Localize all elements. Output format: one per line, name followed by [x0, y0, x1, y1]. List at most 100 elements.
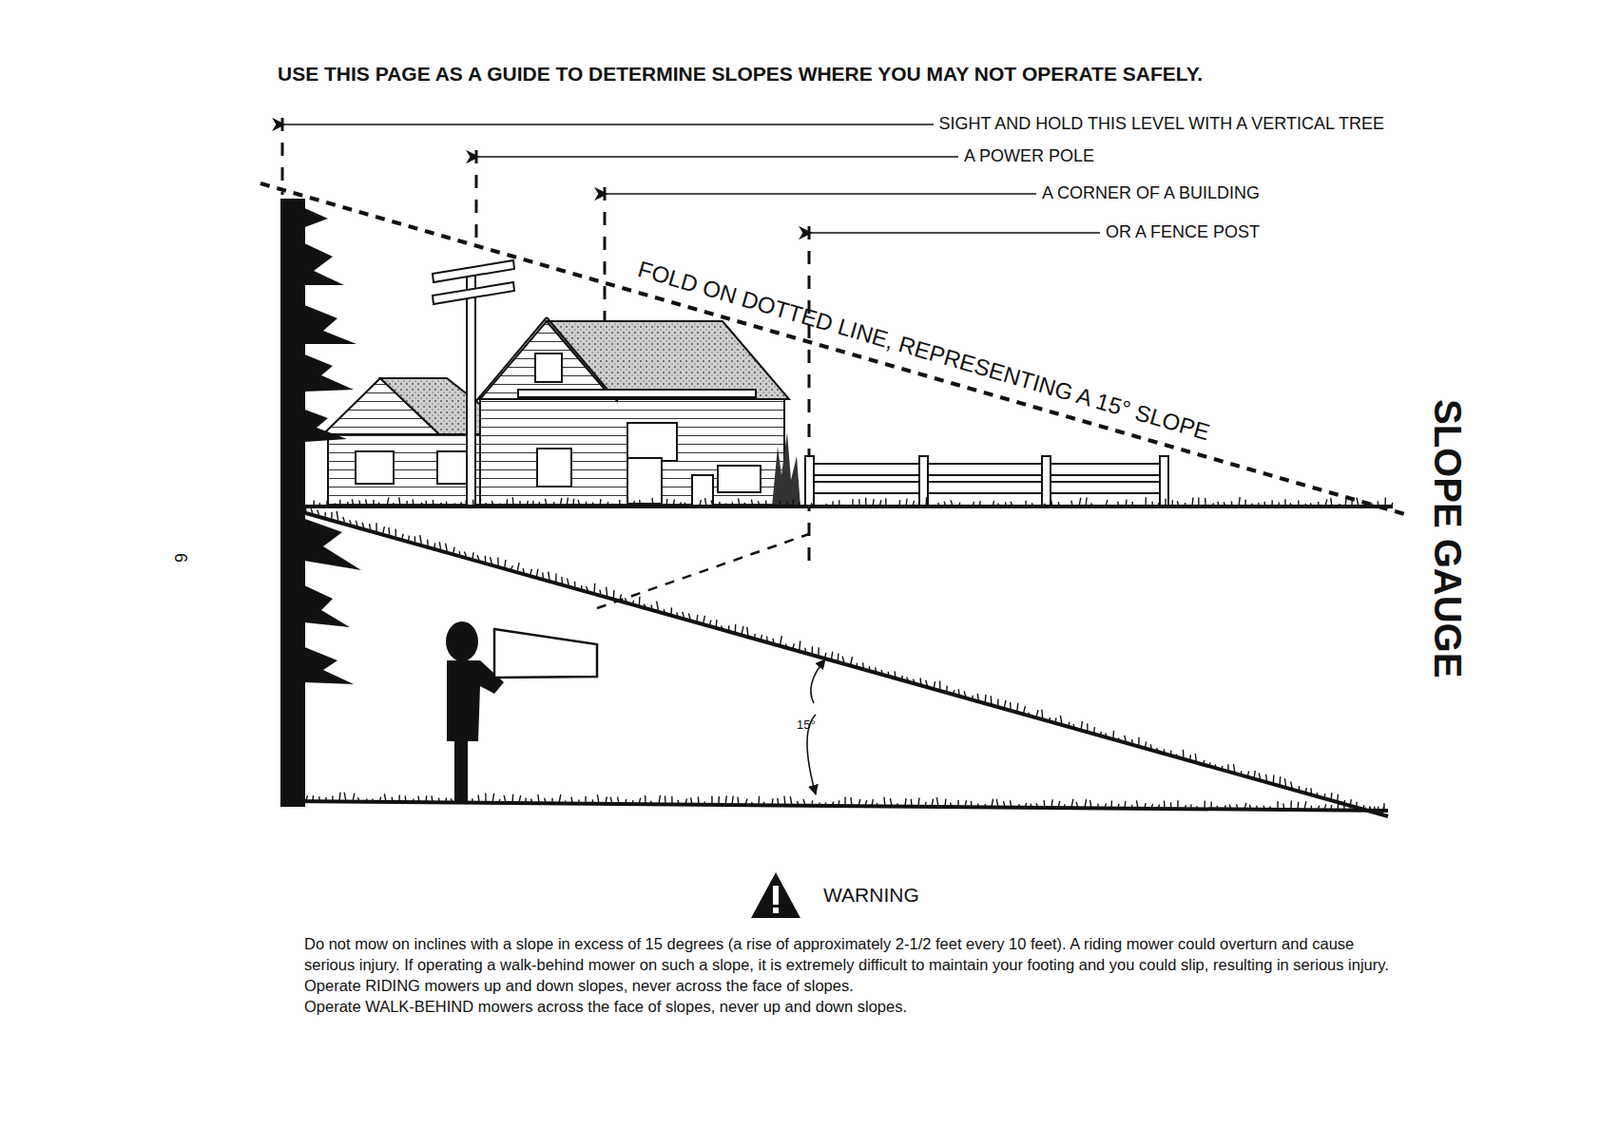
grass-blade	[1105, 732, 1107, 737]
grass-blade	[983, 804, 986, 808]
grass-blade	[763, 802, 766, 807]
grass-blade	[1080, 721, 1082, 731]
grass-blade	[925, 802, 926, 808]
grass-blade	[871, 799, 873, 807]
grass-blade	[585, 586, 588, 592]
grass-blade	[564, 800, 567, 804]
grass-blade	[463, 552, 466, 558]
grass-blade	[1291, 781, 1293, 790]
grass-blade	[810, 800, 813, 806]
grass-blade	[1283, 803, 1285, 810]
grass-blade	[375, 522, 378, 532]
grass-blade	[760, 635, 762, 640]
grass-blade	[992, 501, 995, 507]
grass-blade	[651, 498, 654, 507]
grass-blade	[610, 797, 613, 805]
grass-blade	[1350, 499, 1353, 507]
grass-blade	[849, 797, 852, 807]
grass-blade	[1221, 766, 1224, 771]
grass-blade	[326, 501, 328, 507]
grass-blade	[1377, 806, 1379, 810]
grass-blade	[772, 503, 774, 507]
grass-blade	[810, 502, 813, 507]
grass-blade	[983, 694, 986, 704]
fence	[805, 456, 1169, 508]
grass-blade	[1086, 723, 1089, 733]
grass-blade	[703, 802, 706, 806]
grass-blade	[865, 800, 868, 807]
grass-blade	[664, 796, 667, 806]
grass-blade	[675, 612, 678, 617]
grass-blade	[366, 499, 367, 507]
grass-blade	[881, 670, 883, 675]
grass-blade	[830, 652, 832, 660]
grass-blade	[1084, 799, 1087, 809]
grass-blade	[612, 503, 615, 507]
grass-blade	[450, 798, 453, 803]
grass-blade	[939, 680, 942, 691]
grass-blade	[919, 677, 922, 685]
grass-blade	[445, 543, 448, 552]
grass-blade	[798, 501, 801, 507]
grass-blade	[349, 520, 351, 524]
grass-blade	[398, 795, 401, 803]
grass-blade	[1151, 804, 1154, 810]
grass-blade	[1131, 805, 1133, 810]
grass-blade	[1137, 800, 1138, 809]
grass-blade	[792, 643, 794, 649]
grass-blade	[1184, 805, 1187, 810]
grass-blade	[720, 625, 722, 629]
grass-blade	[709, 620, 712, 626]
grass-blade	[325, 797, 327, 802]
grass-blade	[1265, 774, 1268, 783]
grass-blade	[765, 501, 768, 507]
grass-blade	[394, 528, 397, 537]
grass-blade	[803, 799, 806, 807]
grass-blade	[1060, 715, 1062, 725]
grass-blade	[418, 796, 420, 803]
grass-blade	[371, 798, 374, 802]
grass-blade	[886, 672, 889, 676]
grass-blade	[731, 501, 733, 507]
grass-blade	[910, 799, 913, 808]
grass-blade	[1330, 792, 1332, 801]
grass-blade	[1118, 737, 1119, 741]
grass-blade	[658, 795, 660, 805]
grass-blade	[650, 801, 653, 805]
grass-blade	[1105, 500, 1108, 507]
grass-blade	[624, 799, 627, 805]
grass-blade	[1258, 772, 1261, 781]
grass-blade	[571, 797, 573, 805]
grass-blade	[638, 500, 641, 507]
grass-blade	[1255, 806, 1258, 810]
grass-blade	[766, 636, 769, 641]
grass-blade	[718, 501, 720, 507]
grass-blade	[1324, 793, 1327, 799]
sight-label: OR A FENCE POST	[1099, 222, 1260, 243]
grass-blade	[366, 798, 367, 802]
grass-blade	[1144, 497, 1147, 507]
grass-blade	[566, 498, 568, 507]
grass-blade	[545, 499, 547, 507]
grass-blade	[1151, 501, 1154, 507]
grass-blade	[1170, 751, 1173, 756]
grass-blade	[524, 798, 526, 804]
grass-blade	[817, 647, 820, 656]
grass-blade	[638, 597, 641, 606]
grass-blade	[997, 699, 1000, 708]
grass-blade	[944, 799, 946, 808]
grass-blade	[424, 795, 427, 803]
grass-blade	[572, 499, 575, 507]
grass-blade	[465, 501, 467, 507]
grass-blade	[331, 795, 334, 802]
page-number: 6	[170, 553, 191, 563]
grass-blade	[695, 615, 698, 622]
grass-blade	[1310, 788, 1312, 795]
grass-blade	[1343, 802, 1346, 810]
grass-blade	[471, 552, 474, 559]
grass-blade	[1390, 502, 1393, 507]
grass-blade	[343, 517, 346, 522]
grass-blade	[990, 695, 993, 705]
grass-blade	[1010, 501, 1013, 507]
grass-blade	[511, 565, 514, 570]
